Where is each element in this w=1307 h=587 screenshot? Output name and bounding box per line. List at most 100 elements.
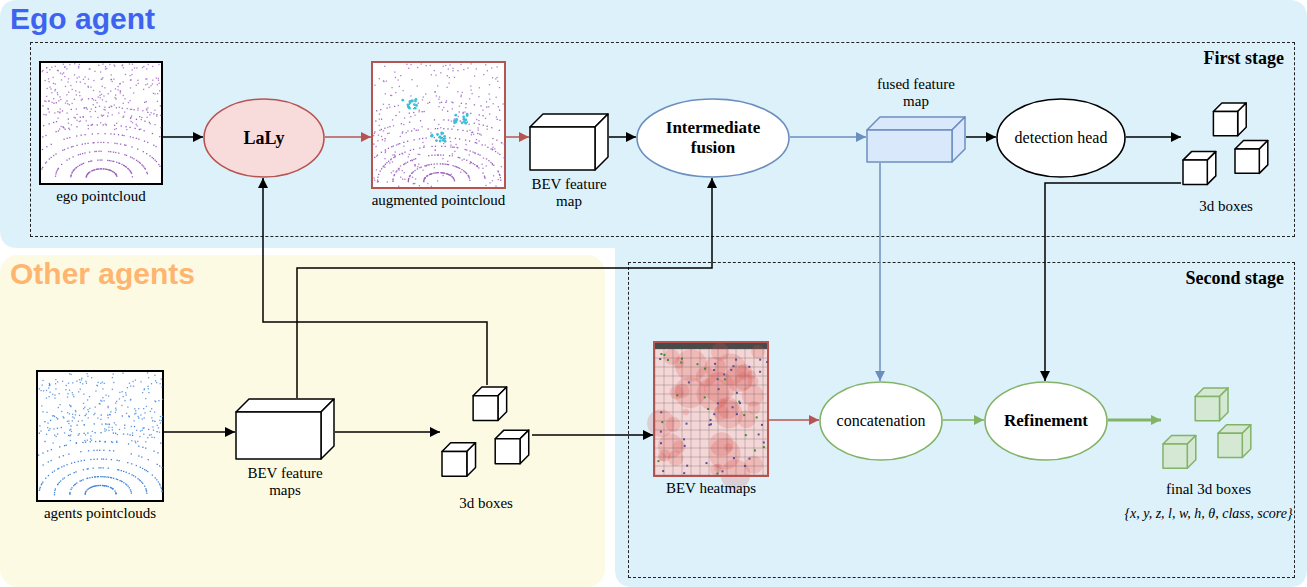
box-icons: final 3d boxes{x, y, z, l, w, h, θ, clas… xyxy=(1161,386,1256,476)
text-holder: Other agents xyxy=(10,257,195,291)
connector-arrow xyxy=(163,136,203,138)
ellipse-outline xyxy=(985,382,1107,460)
pointcloud-image: agents pointclouds xyxy=(36,370,164,502)
output-format: {x, y, z, l, w, h, θ, class, score} xyxy=(1124,506,1292,522)
node-label: fused feature map xyxy=(868,76,964,110)
cuboid xyxy=(236,399,334,459)
cuboid-art xyxy=(866,116,966,163)
ellipse-outline xyxy=(637,99,789,177)
box-cubes xyxy=(1183,103,1268,184)
text-holder: augmented pointcloud xyxy=(372,192,506,209)
text-holder: agents pointclouds xyxy=(44,505,156,522)
text-holder: BEV heatmaps xyxy=(666,480,756,497)
text-holder: final 3d boxes {x, y, z, l, w, h, θ, clas… xyxy=(1124,481,1292,522)
illustration xyxy=(647,343,768,490)
node-label: Ego agent xyxy=(10,2,155,36)
text-holder: fused feature map xyxy=(868,76,964,110)
feature-map-cuboid: BEV feature map xyxy=(529,113,609,171)
node-label: Second stage xyxy=(1186,268,1285,289)
text-holder: concatenation xyxy=(819,381,943,461)
connector-arrow xyxy=(164,431,235,433)
ellipse-outline xyxy=(204,99,324,177)
cuboid-art xyxy=(529,113,609,171)
node-label: final 3d boxes xyxy=(1124,481,1292,498)
text-holder: 3d boxes xyxy=(1199,198,1253,215)
stage-box: First stageego pointcloudLaLyaugmented p… xyxy=(30,42,1295,237)
box-cubes xyxy=(1163,388,1251,468)
connector-arrow xyxy=(879,163,881,381)
connector-arrow xyxy=(769,419,819,421)
connector-arrow xyxy=(609,136,636,138)
box-icons: 3d boxes xyxy=(440,385,532,490)
img-art xyxy=(41,63,161,183)
connector-arrow xyxy=(532,434,653,436)
text-holder: First stage xyxy=(1204,48,1284,69)
connector-arrow xyxy=(1108,419,1161,422)
connector-arrow xyxy=(943,419,984,421)
node-label: augmented pointcloud xyxy=(372,192,506,209)
text-holder: Second stage xyxy=(1186,268,1285,289)
node-label: agents pointclouds xyxy=(44,505,156,522)
node-label: First stage xyxy=(1204,48,1284,69)
img-art xyxy=(655,343,767,475)
box-icons: 3d boxes xyxy=(1181,101,1271,193)
node-label: Other agents xyxy=(10,257,195,291)
illustration xyxy=(41,63,161,178)
agent-region: Other agentsagents pointcloudsBEV featur… xyxy=(0,255,605,587)
box-cubes xyxy=(442,387,529,476)
connector-arrow xyxy=(966,136,996,138)
text-holder: 3d boxes xyxy=(459,495,513,512)
node-label: Refinement xyxy=(1004,411,1088,431)
connector-arrow xyxy=(1045,183,1181,381)
text-holder: LaLy xyxy=(203,98,325,178)
img-art xyxy=(373,63,504,187)
node-label: 3d boxes xyxy=(459,495,513,512)
text-holder: BEV feature map xyxy=(521,176,617,210)
illustration xyxy=(38,372,163,495)
cuboid xyxy=(867,117,965,162)
node-label: 3d boxes xyxy=(1199,198,1253,215)
cuboid xyxy=(530,114,608,170)
connector-arrow xyxy=(335,431,440,433)
stage-box: Second stageBEV heatmaps concatenation Ref… xyxy=(628,262,1295,578)
node-label: concatenation xyxy=(837,412,926,430)
process-ellipse: LaLy xyxy=(203,98,325,178)
img-art xyxy=(38,372,162,500)
node-label: ego pointcloud xyxy=(56,188,146,205)
text-holder: detection head xyxy=(996,98,1126,178)
text-holder: Intermediate fusion xyxy=(636,98,790,178)
node-label: BEV feature map xyxy=(521,176,617,210)
node-label: BEV feature maps xyxy=(237,465,333,499)
text-holder: ego pointcloud xyxy=(56,188,146,205)
process-ellipse: Refinement xyxy=(984,381,1108,461)
illustration xyxy=(373,63,505,187)
process-ellipse: concatenation xyxy=(819,381,943,461)
cuboid-art xyxy=(235,398,335,460)
node-label: Intermediate fusion xyxy=(646,118,780,158)
connector-arrow xyxy=(297,178,712,398)
ellipse-outline xyxy=(820,382,942,460)
feature-map-cuboid: fused feature map xyxy=(866,116,966,163)
node-label: detection head xyxy=(1015,129,1108,147)
process-ellipse: Intermediate fusion xyxy=(636,98,790,178)
text-holder: Ego agent xyxy=(10,2,155,36)
text-holder: Refinement xyxy=(984,381,1108,461)
cubes-art xyxy=(440,385,532,490)
heatmap-image: BEV heatmaps xyxy=(653,341,769,477)
pointcloud-image: augmented pointcloud xyxy=(371,61,506,189)
connector-arrow xyxy=(263,178,487,385)
feature-map-cuboid: BEV feature maps xyxy=(235,398,335,460)
process-ellipse: detection head xyxy=(996,98,1126,178)
node-label: LaLy xyxy=(243,128,284,149)
connector-arrow xyxy=(325,136,371,138)
text-holder: BEV feature maps xyxy=(237,465,333,499)
connector-arrow xyxy=(506,136,529,138)
cubes-art xyxy=(1181,101,1271,193)
pointcloud-image: ego pointcloud xyxy=(39,61,163,185)
cubes-art xyxy=(1161,386,1256,476)
node-label: BEV heatmaps xyxy=(666,480,756,497)
connector-arrow xyxy=(1126,136,1181,138)
